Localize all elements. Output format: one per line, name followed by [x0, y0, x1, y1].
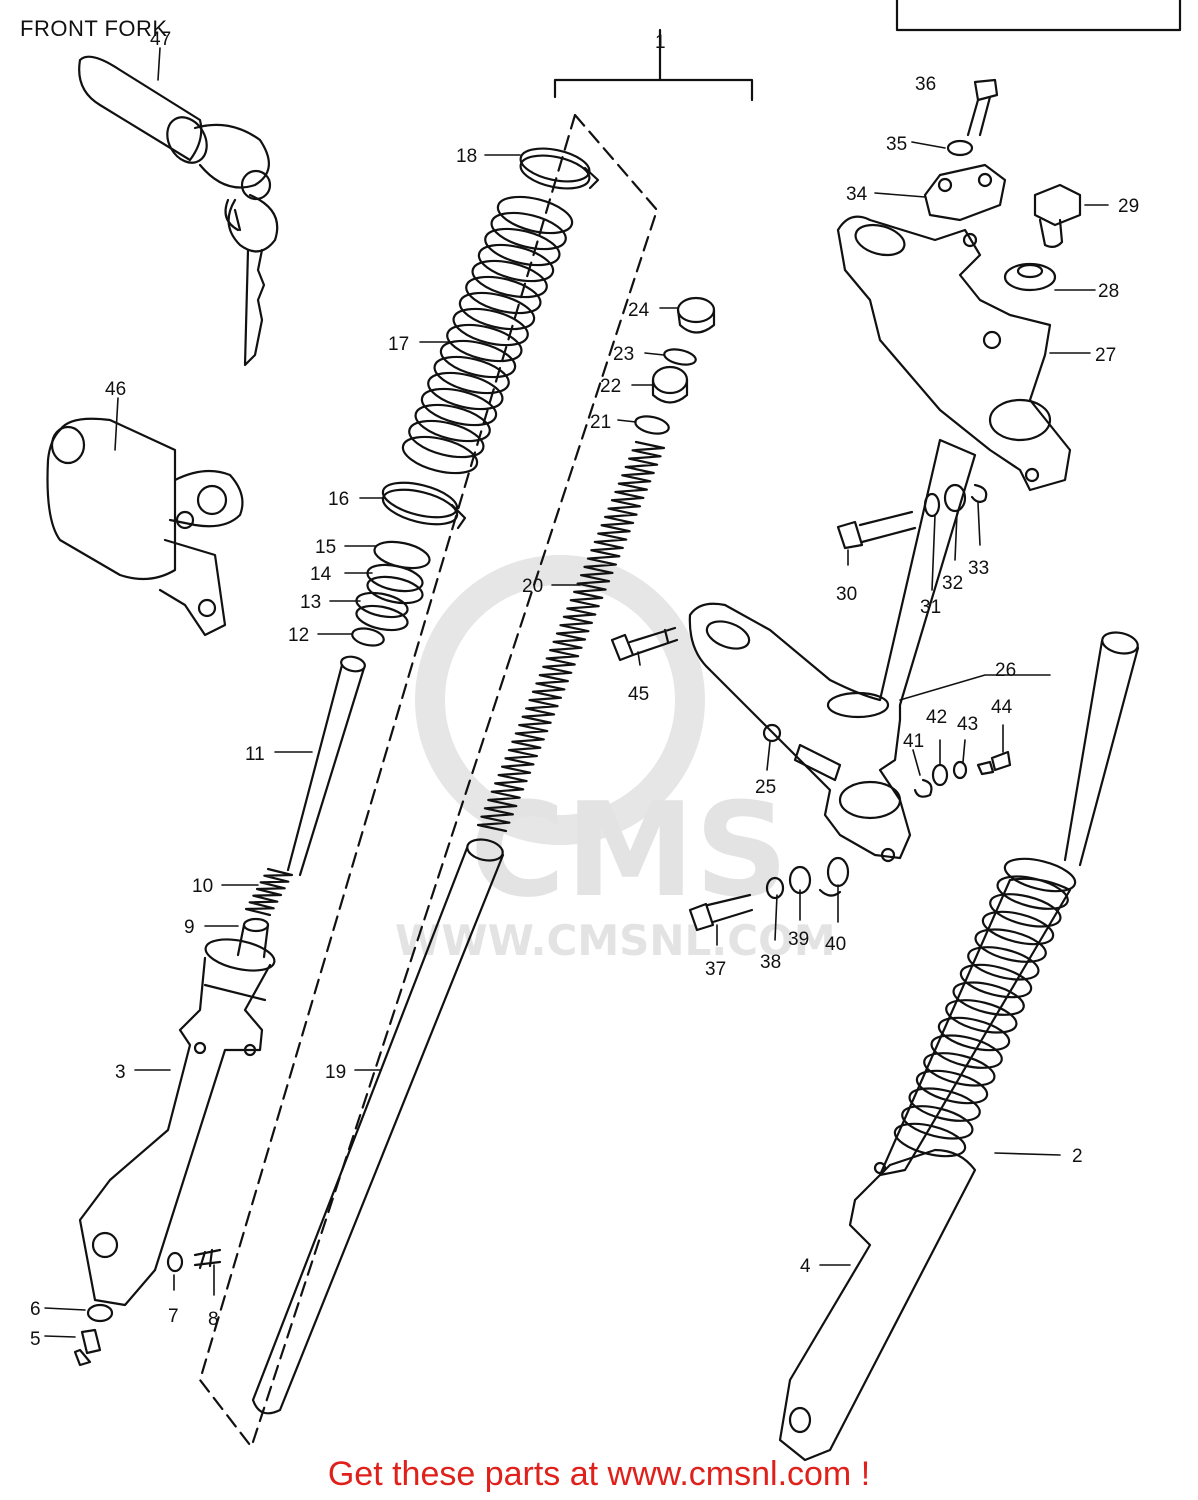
callout-22: 22	[600, 376, 621, 397]
callout-46: 46	[105, 379, 126, 400]
callout-35: 35	[886, 134, 907, 155]
watermark-brand: CMS	[470, 774, 788, 926]
oil-lock-piece-part	[236, 917, 270, 959]
callout-38: 38	[760, 952, 781, 973]
callout-39: 39	[788, 929, 809, 950]
right-fork-boot	[893, 857, 1077, 1158]
callout-2: 2	[1072, 1146, 1083, 1167]
handlebar-holder-parts	[923, 78, 1007, 222]
assembly-bracket	[553, 28, 754, 102]
callout-13: 13	[300, 592, 321, 613]
callout-1: 1	[655, 32, 666, 53]
assembly-dash-lines	[198, 113, 659, 1447]
fork-cap-parts	[634, 296, 716, 435]
upper-bracket-part	[836, 215, 1072, 492]
corner-frame	[895, 0, 1182, 32]
callout-15: 15	[315, 537, 336, 558]
inner-tube-part	[251, 838, 505, 1415]
callout-10: 10	[192, 876, 213, 897]
steering-stop-parts	[913, 750, 1012, 798]
callout-36: 36	[915, 74, 936, 95]
callout-32: 32	[942, 573, 963, 594]
steering-stem-part	[688, 438, 977, 863]
callout-19: 19	[325, 1062, 346, 1083]
callout-12: 12	[288, 625, 309, 646]
callout-41: 41	[903, 731, 924, 752]
fork-spring-part	[476, 440, 666, 833]
callout-27: 27	[1095, 345, 1116, 366]
watermark: CMS WWW.CMSNL.COM	[395, 555, 836, 965]
right-fork-assembly	[778, 631, 1140, 1462]
fork-boot-part	[401, 195, 574, 475]
callout-3: 3	[115, 1062, 126, 1083]
callout-40: 40	[825, 934, 846, 955]
callout-25: 25	[755, 777, 776, 798]
ignition-switch-part	[78, 55, 279, 367]
drain-screw-part	[166, 1248, 222, 1273]
callout-33: 33	[968, 558, 989, 579]
callout-29: 29	[1118, 196, 1139, 217]
page-title: FRONT FORK	[20, 16, 168, 41]
callout-5: 5	[30, 1329, 41, 1350]
callout-16: 16	[328, 489, 349, 510]
callout-17: 17	[388, 334, 409, 355]
callout-9: 9	[184, 917, 195, 938]
stem-nut-parts	[1003, 183, 1082, 292]
callout-37: 37	[705, 959, 726, 980]
callout-23: 23	[613, 344, 634, 365]
lower-boot-clamp-part	[381, 481, 467, 530]
callout-31: 31	[920, 597, 941, 618]
footer-link-text[interactable]: Get these parts at www.cmsnl.com !	[327, 1455, 871, 1493]
rebound-spring-part	[244, 867, 294, 917]
callout-20: 20	[522, 576, 543, 597]
callout-21: 21	[590, 412, 611, 433]
callout-45: 45	[628, 684, 649, 705]
callout-42: 42	[926, 707, 947, 728]
oil-seal-stack	[351, 540, 431, 647]
steering-lock-part	[46, 417, 244, 637]
callout-47: 47	[150, 29, 171, 50]
callout-34: 34	[846, 184, 868, 205]
callout-26: 26	[995, 660, 1016, 681]
callout-24: 24	[628, 300, 650, 321]
callout-8: 8	[208, 1309, 219, 1330]
callout-14: 14	[310, 564, 332, 585]
callout-43: 43	[957, 714, 978, 735]
pinch-bolt-45	[610, 626, 679, 662]
damper-rod-part	[286, 655, 366, 877]
callout-44: 44	[991, 697, 1013, 718]
callout-30: 30	[836, 584, 857, 605]
callout-4: 4	[800, 1256, 811, 1277]
callout-7: 7	[168, 1306, 179, 1327]
callout-28: 28	[1098, 281, 1119, 302]
boot-clamp-part	[519, 147, 600, 190]
left-outer-tube-part	[78, 938, 276, 1307]
callout-18: 18	[456, 146, 477, 167]
axle-bolt-part	[73, 1303, 114, 1367]
callout-labels: 1 2 3 4 5 6 7 8 9 10 11 12 13 14 15 16 1…	[30, 29, 1139, 1350]
callout-6: 6	[30, 1299, 41, 1320]
leader-lines	[44, 47, 1109, 1338]
pinch-bolt-30	[836, 483, 988, 550]
callout-11: 11	[245, 744, 265, 765]
